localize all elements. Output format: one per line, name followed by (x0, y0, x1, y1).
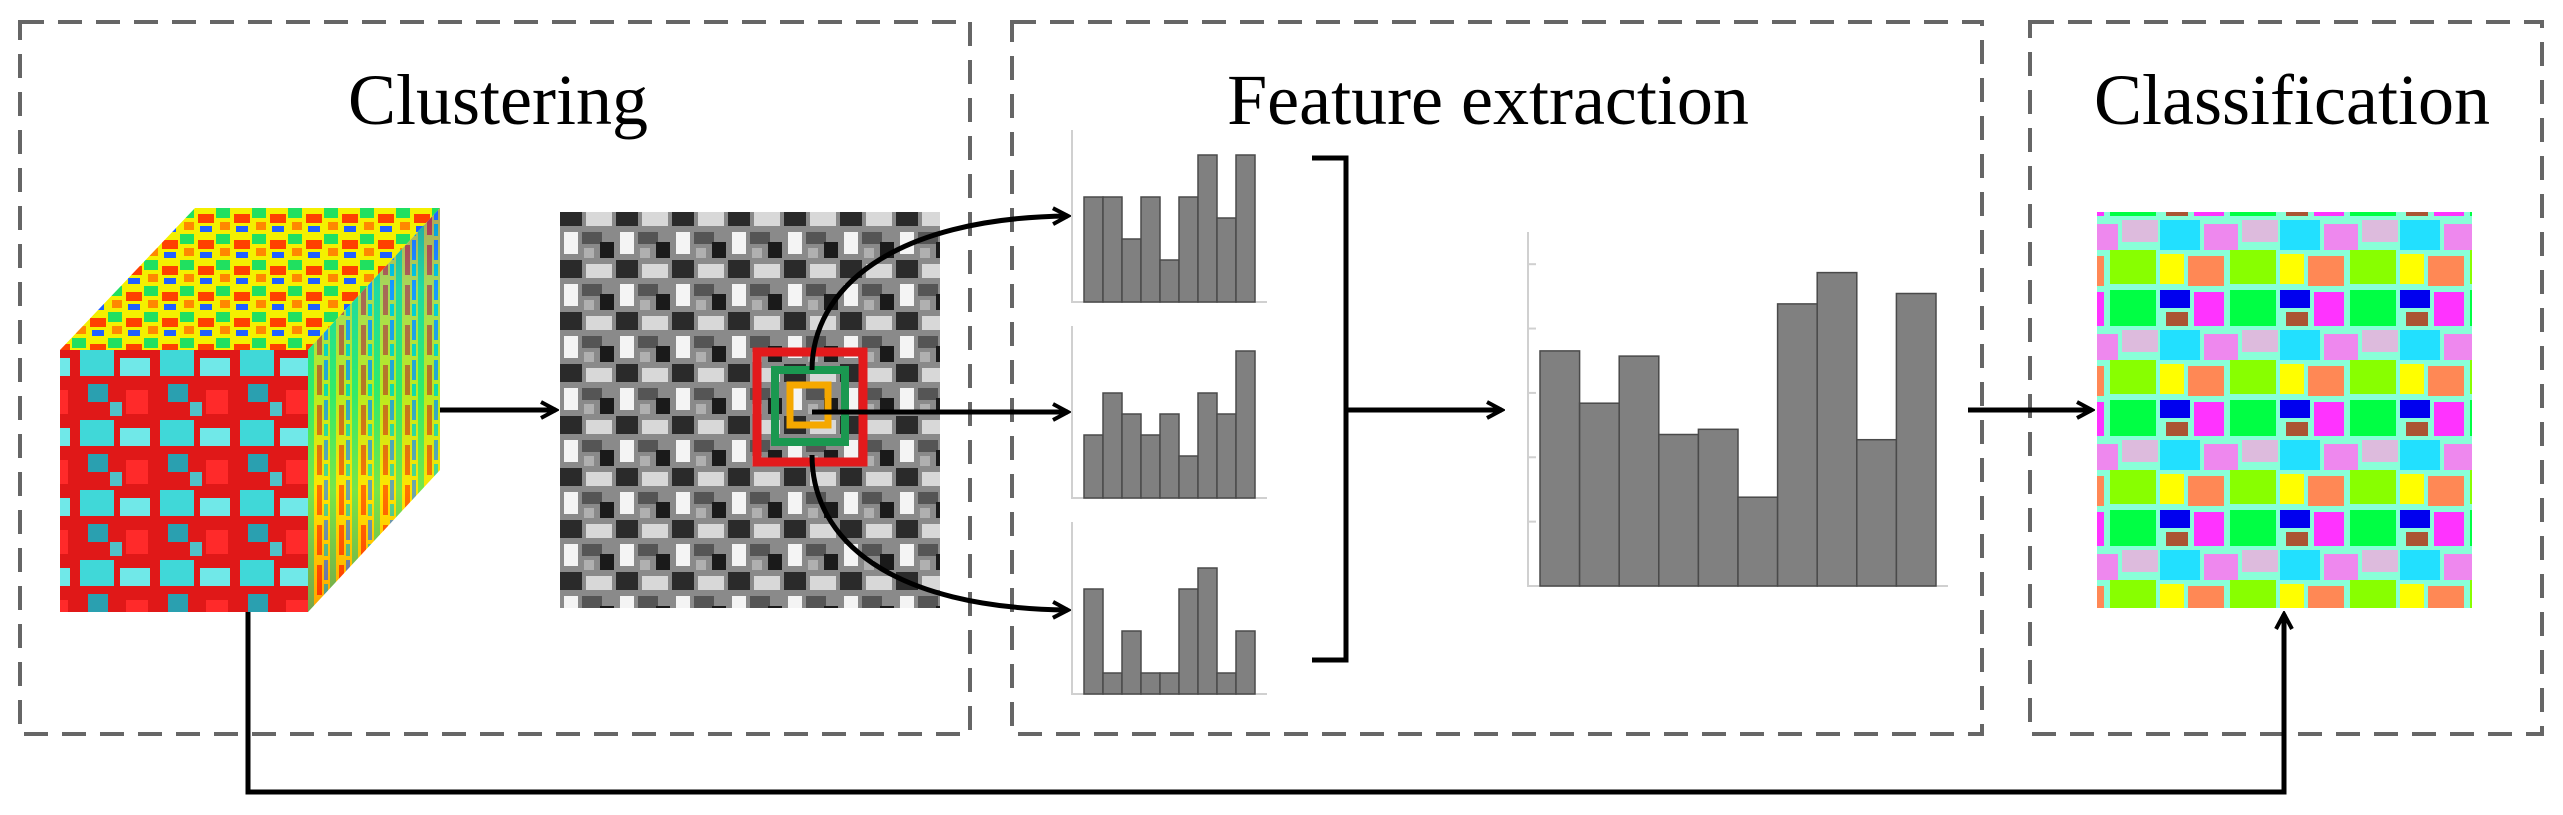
histogram-bar (1159, 413, 1180, 499)
arrow-to-histogram-3 (809, 454, 1068, 610)
histogram-1 (1071, 130, 1267, 303)
histogram-3 (1071, 522, 1267, 695)
histogram-bar (1159, 672, 1180, 695)
feature-extraction-title: Feature extraction (1227, 60, 1749, 140)
histogram-bar (1102, 392, 1123, 499)
histogram-bar (1235, 154, 1256, 303)
classification-section-box (2028, 20, 2544, 736)
arrow-to-histogram-1 (809, 216, 1068, 371)
histogram-bar (1235, 630, 1256, 695)
feature-extraction-section-box (1010, 20, 1984, 736)
histogram-bar (1121, 413, 1142, 499)
histogram-bar (1816, 271, 1858, 587)
histogram-bar (1121, 238, 1142, 303)
clustering-title: Clustering (348, 60, 648, 140)
histogram-bar (1539, 350, 1581, 587)
histogram-bar (1776, 303, 1818, 587)
hyperspectral-cube-image (60, 208, 440, 612)
histogram-bar (1197, 567, 1218, 695)
cube-front-face (60, 350, 308, 612)
arrow-cube-to-classification-skip (245, 612, 2284, 795)
classification-title: Classification (2094, 60, 2490, 140)
histogram-bar (1102, 196, 1123, 303)
histogram-bar (1658, 433, 1700, 587)
histogram-bar (1178, 455, 1199, 499)
cube-top-face (60, 208, 440, 350)
histogram-bar (1159, 259, 1180, 303)
window-small (786, 381, 832, 429)
histogram-bar (1178, 588, 1199, 695)
histogram-2 (1071, 326, 1267, 499)
histogram-bar (1083, 434, 1104, 499)
histogram-bar (1618, 355, 1660, 587)
clustering-section-box (18, 20, 972, 736)
histogram-bar (1083, 196, 1104, 303)
histogram-bar (1697, 428, 1739, 587)
histogram-bar (1856, 438, 1898, 587)
histogram-bar (1216, 672, 1237, 695)
classification-map-image (2097, 212, 2472, 608)
histogram-bar (1197, 154, 1218, 303)
histogram-bar (1083, 588, 1104, 695)
histogram-bar (1235, 350, 1256, 499)
histogram-bar (1178, 196, 1199, 303)
histogram-bar (1578, 402, 1620, 587)
histogram-bar (1216, 217, 1237, 303)
concatenation-bracket (1312, 155, 1349, 663)
fused-histogram (1527, 232, 1948, 587)
histogram-bar (1895, 292, 1937, 587)
histogram-bar (1140, 196, 1161, 303)
histogram-bar (1737, 496, 1779, 587)
histogram-bar (1121, 630, 1142, 695)
histogram-bar (1102, 672, 1123, 695)
histogram-bar (1216, 413, 1237, 499)
histogram-bar (1140, 672, 1161, 695)
histogram-bar (1197, 392, 1218, 499)
histogram-bar (1140, 434, 1161, 499)
